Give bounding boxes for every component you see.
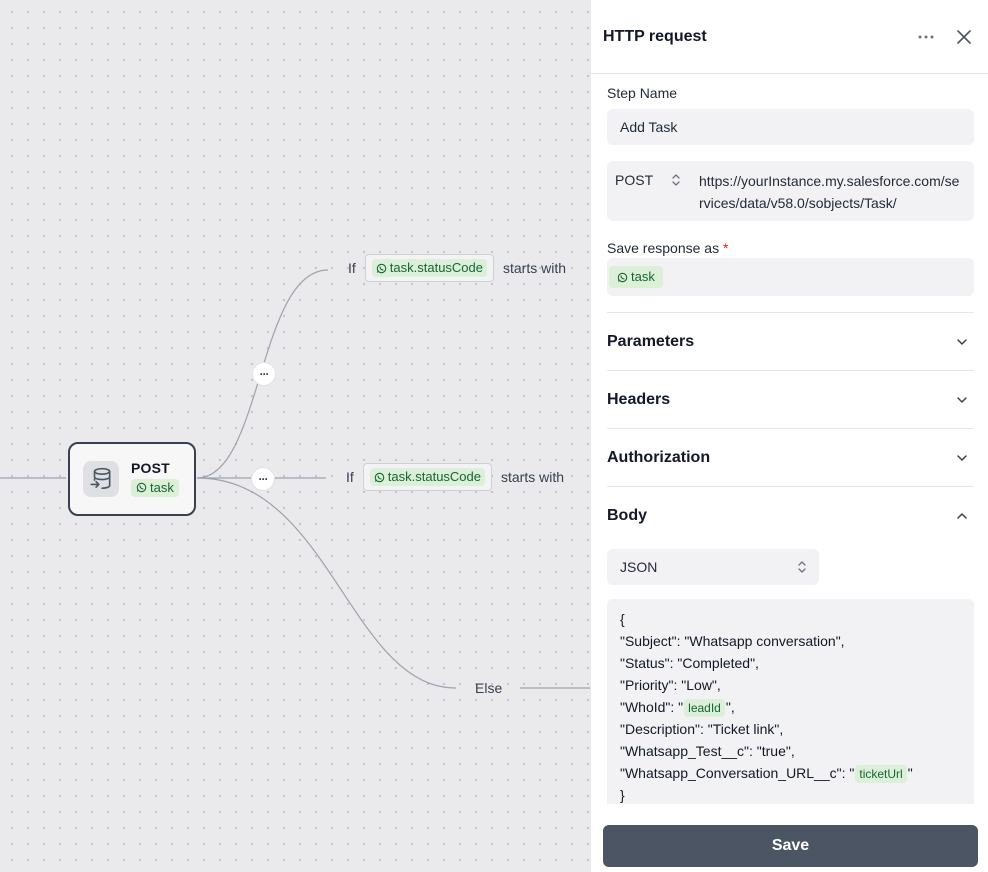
section-label: Authorization — [607, 448, 711, 466]
chevron-down-icon — [957, 338, 967, 345]
condition-variable-box[interactable]: task.statusCode — [364, 254, 494, 282]
section-parameters[interactable]: Parameters — [607, 312, 974, 370]
code-line: "WhoId": "leadId", — [620, 696, 961, 718]
section-label: Parameters — [607, 332, 695, 350]
condition-1[interactable]: If task.statusCode starts with — [348, 254, 566, 282]
condition-operator: starts with — [503, 260, 567, 276]
section-headers[interactable]: Headers — [607, 370, 974, 428]
panel-header: HTTP request — [591, 0, 988, 74]
save-response-label: Save response as * — [607, 240, 728, 256]
node-content: POST task — [131, 460, 179, 499]
variable-tag-leadid[interactable]: leadId — [684, 699, 725, 717]
close-button[interactable] — [952, 25, 976, 49]
chevron-down-icon — [957, 454, 967, 461]
condition-variable-label: task.statusCode — [387, 469, 481, 484]
step-name-input[interactable]: Add Task — [607, 109, 974, 145]
code-line: "Whatsapp_Test__c": "true", — [620, 743, 795, 759]
edge-1-more-button[interactable]: ··· — [253, 363, 275, 385]
request-box: POST https://yourInstance.my.salesforce.… — [607, 161, 974, 221]
panel-title: HTTP request — [603, 27, 707, 45]
save-response-tag: task — [609, 266, 663, 288]
edge-2-more-button[interactable]: ··· — [252, 468, 274, 490]
chevron-up-down-icon — [798, 561, 806, 573]
whatsapp-icon — [136, 482, 147, 493]
else-label[interactable]: Else — [475, 680, 503, 696]
code-text: "WhoId": " — [620, 699, 684, 715]
more-horizontal-icon — [918, 35, 934, 38]
condition-variable-label: task.statusCode — [389, 260, 483, 275]
edges — [0, 269, 590, 689]
method-select[interactable]: POST — [615, 170, 699, 212]
url-input[interactable]: https://yourInstance.my.salesforce.com/s… — [699, 173, 960, 211]
code-line: "Description": "Ticket link", — [620, 721, 784, 737]
condition-variable-tag: task.statusCode — [371, 259, 487, 277]
condition-if-label: If — [348, 260, 356, 276]
required-mark: * — [722, 240, 729, 256]
code-text: "Whatsapp_Conversation_URL__c": " — [620, 765, 855, 781]
post-node[interactable]: POST task — [68, 442, 196, 516]
node-tag-label: task — [150, 479, 174, 495]
node-title: POST — [131, 459, 170, 476]
section-label: Headers — [607, 390, 671, 408]
chevron-up-icon — [957, 512, 967, 519]
close-icon — [957, 29, 971, 44]
save-response-label-text: Save response as — [607, 240, 720, 256]
code-line: "Whatsapp_Conversation_URL__c": "ticketU… — [620, 762, 961, 784]
variable-tag-ticketurl[interactable]: ticketUrl — [855, 765, 907, 783]
save-button[interactable]: Save — [603, 825, 978, 867]
condition-operator: starts with — [501, 469, 565, 485]
step-name-label: Step Name — [607, 85, 678, 101]
section-label: Body — [607, 506, 647, 524]
node-tag: task — [131, 478, 179, 497]
body-format-value: JSON — [620, 559, 658, 575]
code-line: } — [620, 787, 625, 803]
more-options-button[interactable] — [914, 25, 938, 49]
code-text: " — [907, 765, 913, 781]
condition-variable-tag: task.statusCode — [369, 468, 485, 486]
code-line: "Priority": "Low", — [620, 677, 721, 693]
chevron-up-down-icon — [672, 174, 680, 186]
code-line: "Status": "Completed", — [620, 655, 759, 671]
whatsapp-icon — [376, 263, 387, 273]
condition-2[interactable]: If task.statusCode starts with — [346, 463, 564, 491]
http-request-panel: HTTP request Step Name Add Task POST htt… — [590, 0, 988, 872]
panel-body[interactable]: Step Name Add Task POST https://yourInst… — [607, 74, 974, 804]
body-format-select[interactable]: JSON — [607, 549, 819, 585]
database-arrow-icon — [83, 461, 119, 497]
save-response-input[interactable]: task — [607, 258, 974, 296]
method-value: POST — [615, 172, 654, 188]
edge-else — [196, 477, 457, 689]
section-body[interactable]: Body — [607, 486, 974, 544]
whatsapp-icon — [617, 272, 628, 282]
code-text: ", — [725, 699, 735, 715]
workflow-canvas[interactable]: POST task ··· ··· If task.statusCode sta… — [0, 0, 590, 872]
whatsapp-icon — [374, 472, 385, 482]
panel-footer: Save — [591, 804, 988, 872]
code-line: { — [620, 611, 625, 627]
condition-variable-box[interactable]: task.statusCode — [362, 463, 492, 491]
body-editor[interactable]: { "Subject": "Whatsapp conversation", "S… — [607, 599, 974, 804]
condition-if-label: If — [346, 469, 354, 485]
chevron-down-icon — [957, 396, 967, 403]
save-response-value: task — [631, 269, 655, 284]
section-authorization[interactable]: Authorization — [607, 428, 974, 486]
code-line: "Subject": "Whatsapp conversation", — [620, 633, 845, 649]
